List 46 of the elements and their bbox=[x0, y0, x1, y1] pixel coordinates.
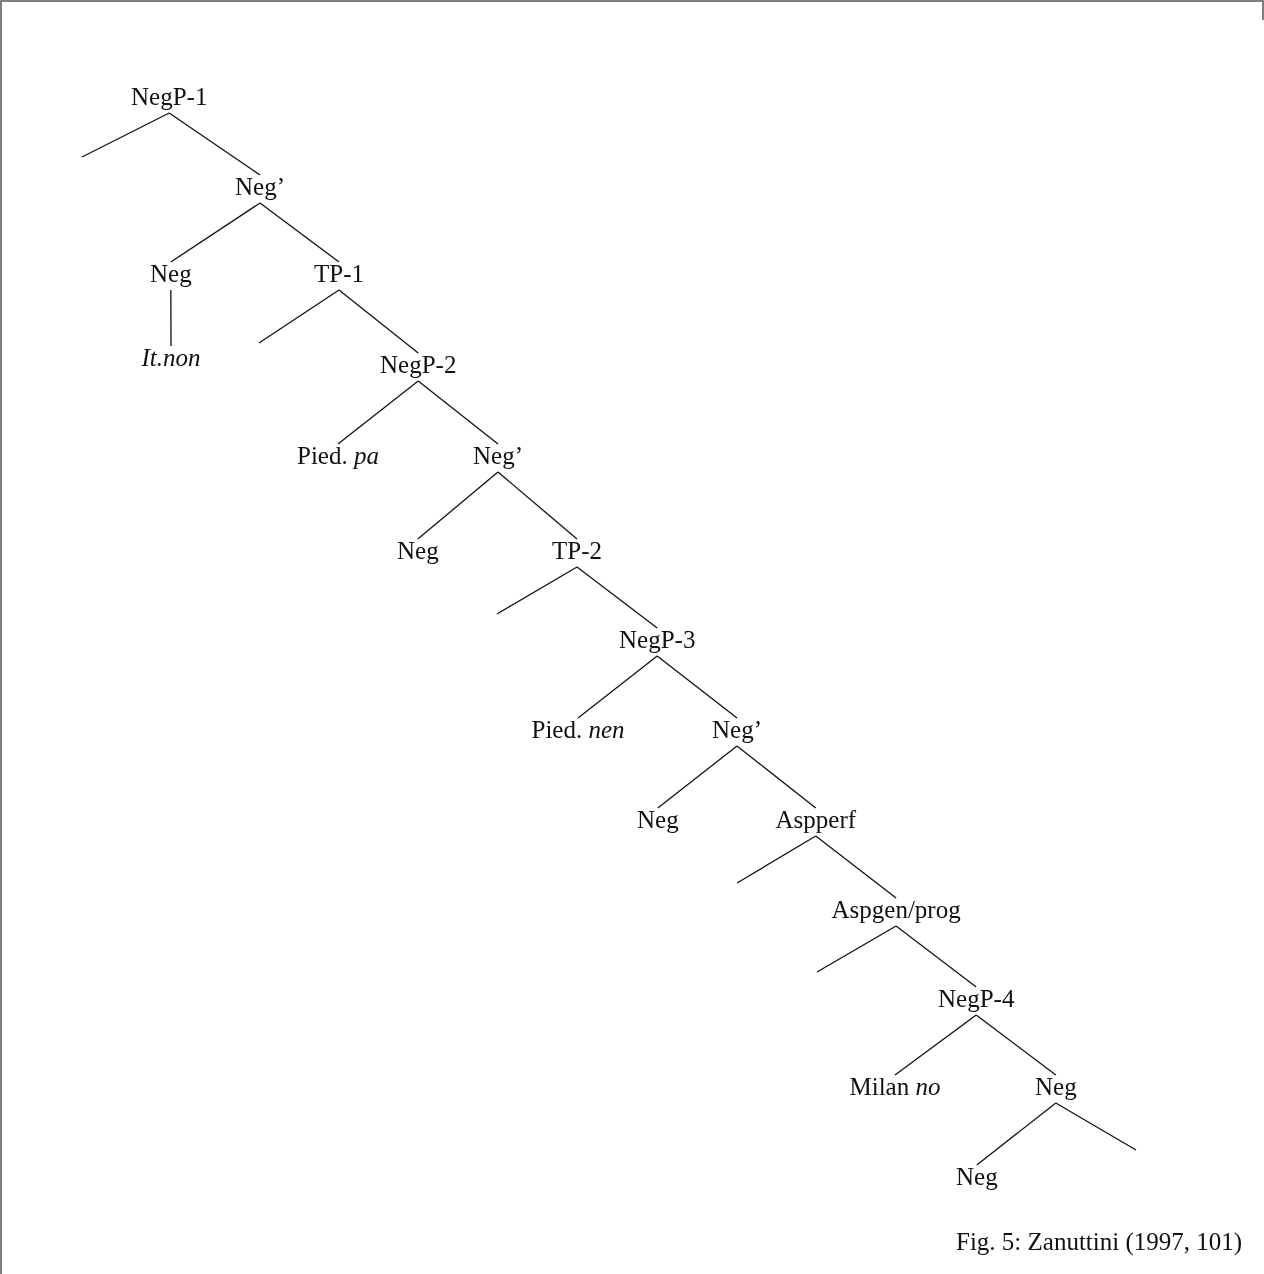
tree-node-label: NegP-1 bbox=[129, 83, 210, 111]
tree-node-label: Pied. nen bbox=[529, 716, 627, 744]
tree-branch-line bbox=[1055, 1102, 1137, 1151]
tree-branch-line bbox=[736, 745, 817, 809]
tree-branch-line bbox=[258, 289, 340, 344]
tree-branch-line bbox=[259, 202, 340, 263]
tree-node-label: NegP-3 bbox=[617, 626, 698, 654]
tree-node-label: Neg bbox=[1033, 1073, 1079, 1101]
tree-branch-line bbox=[815, 835, 897, 899]
tree-branch-line bbox=[170, 289, 172, 347]
tree-branch-line bbox=[81, 112, 170, 158]
tree-branch-line bbox=[816, 925, 897, 973]
figure-caption: Fig. 5: Zanuttini (1997, 101) bbox=[956, 1228, 1243, 1256]
tree-branch-line bbox=[656, 655, 738, 719]
tree-node-label: Neg bbox=[148, 260, 194, 288]
tree-branch-line bbox=[894, 1014, 977, 1076]
tree-node-label: Aspperf bbox=[773, 806, 859, 834]
tree-branch-line bbox=[417, 471, 499, 540]
tree-branch-line bbox=[895, 925, 977, 988]
tree-node-label: Pied. pa bbox=[295, 442, 381, 470]
tree-node-label: Neg’ bbox=[710, 716, 764, 744]
tree-branch-line bbox=[338, 289, 419, 354]
tree-branch-line bbox=[576, 566, 658, 629]
tree-branch-line bbox=[496, 566, 578, 615]
tree-node-label: Aspgen/prog bbox=[829, 896, 963, 924]
tree-node-label: NegP-2 bbox=[378, 351, 459, 379]
tree-node-label: Neg bbox=[635, 806, 681, 834]
tree-node-label: Neg’ bbox=[233, 173, 287, 201]
tree-node-label: Milan no bbox=[847, 1073, 943, 1101]
tree-node-label: TP-1 bbox=[312, 260, 366, 288]
tree-node-label: Neg bbox=[954, 1163, 1000, 1191]
tree-node-label: NegP-4 bbox=[936, 985, 1017, 1013]
tree-branch-line bbox=[170, 202, 261, 263]
tree-branch-line bbox=[736, 835, 817, 884]
tree-branch-line bbox=[337, 380, 419, 445]
tree-branch-line bbox=[417, 380, 499, 445]
tree-node-label: TP-2 bbox=[550, 537, 604, 565]
tree-branch-line bbox=[497, 471, 578, 540]
tree-branch-line bbox=[657, 745, 738, 809]
tree-node-label: Neg bbox=[395, 537, 441, 565]
tree-branch-line bbox=[975, 1014, 1057, 1076]
tree-branch-line bbox=[976, 1102, 1057, 1166]
tree-node-label: Neg’ bbox=[471, 442, 525, 470]
tree-branch-line bbox=[168, 112, 261, 176]
tree-branch-line bbox=[577, 655, 658, 719]
tree-node-label: It.non bbox=[139, 344, 203, 372]
